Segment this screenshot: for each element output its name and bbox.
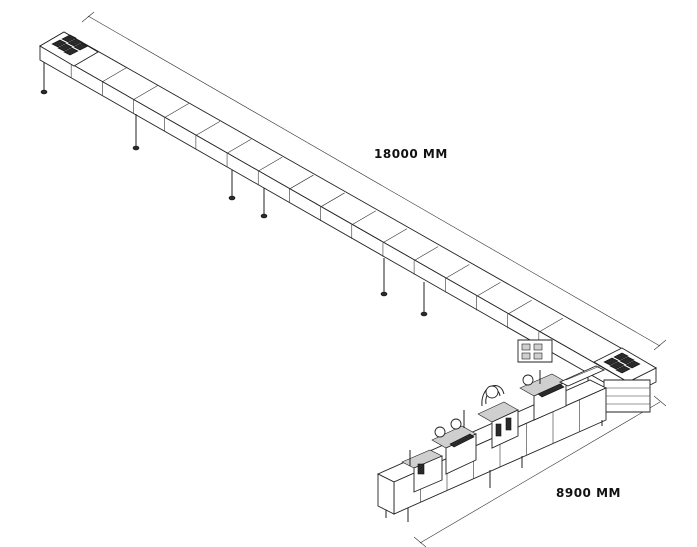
dimension-line-short [413,395,667,547]
tunnel-segment-divider [320,192,345,208]
transfer-conveyor [558,365,606,387]
tunnel-leg-foot [228,195,236,201]
tunnel-segment-divider [102,67,127,83]
dimension-label-short: 8900 MM [556,486,621,500]
tunnel-segment-divider [382,228,408,243]
tunnel-segment-divider [445,264,470,279]
tunnel-segment-divider [507,299,532,315]
depositor-head-3 [519,370,567,421]
cabinet-legs [385,420,603,522]
tunnel-segment-divider [226,139,252,154]
tunnel-segment-divider [164,103,189,118]
tunnel-leg-foot [380,291,388,297]
tunnel-segment-divider [195,121,221,136]
tunnel-segment-divider [258,156,283,172]
tunnel-segment-divider [351,210,376,226]
tunnel-segment-divider [476,282,501,297]
depositing-line [376,365,608,522]
tunnel-legs [40,62,592,417]
depositor-head-2 [477,385,519,449]
tunnel-leg-foot [420,311,428,317]
tunnel-segment-divider [413,246,439,261]
dimension-label-long: 18000 MM [374,147,448,161]
cooling-tunnel [39,31,657,397]
forming-module-left [401,449,443,493]
tunnel-leg-foot [132,145,140,151]
tunnel-inlet-unit [39,31,99,67]
tunnel-segment-divider [538,317,563,333]
tunnel-outlet-unit [593,347,657,413]
dimension-line-long [81,11,667,351]
tunnel-control-box [517,339,553,363]
tunnel-segment-divider [289,174,314,190]
tunnel-leg-foot [40,89,48,95]
depositor-head-1 [431,410,477,475]
tunnel-segment-divider [133,85,158,100]
tunnel-leg-foot [260,213,268,219]
